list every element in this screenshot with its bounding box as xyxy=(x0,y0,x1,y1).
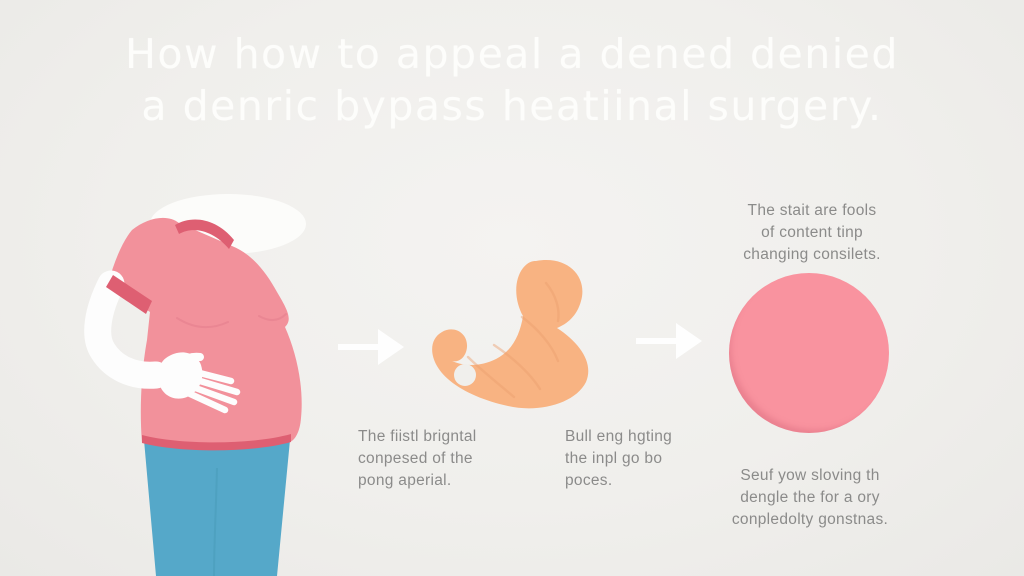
stomach-body xyxy=(432,260,589,409)
caption-line: of content tinp xyxy=(761,224,863,241)
caption-line: Seuf yow sloving th xyxy=(740,467,880,484)
title-line-1: How how to appeal a dened denied xyxy=(125,30,899,78)
person-hand-thumb xyxy=(175,352,204,367)
page-title: How how to appeal a dened denied a denri… xyxy=(0,28,1024,132)
caption-line: pong aperial. xyxy=(358,472,452,489)
caption-top-right: The stait are fools of content tinp chan… xyxy=(712,200,912,266)
caption-line: poces. xyxy=(565,472,613,489)
stomach-illustration xyxy=(432,260,589,409)
arrow-right-icon xyxy=(636,323,702,359)
caption-line: Bull eng hgting xyxy=(565,428,673,445)
person-shirt xyxy=(108,217,302,443)
stomach-detail-lines xyxy=(466,281,560,399)
caption-line: conpledolty gonstnas. xyxy=(731,511,889,528)
person-bust-contours xyxy=(176,313,287,329)
person-arm xyxy=(84,270,170,389)
person-hand-fingers xyxy=(182,366,241,414)
caption-line: the inpl go bo xyxy=(565,450,663,467)
arrow-right-shape xyxy=(636,323,702,359)
person-collar-trim xyxy=(175,219,234,249)
person-pants xyxy=(144,440,290,576)
caption-line: conpesed of the xyxy=(358,450,473,467)
pink-circle-shape xyxy=(729,273,889,433)
person-figure xyxy=(84,194,306,576)
person-shirt-hem-trim xyxy=(142,434,291,451)
person-sleeve-trim xyxy=(106,275,152,314)
title-line-2: a denric bypass heatiinal surgery. xyxy=(141,82,883,130)
caption-step-1: The fiistl brigntal conpesed of the pong… xyxy=(358,426,508,492)
caption-bottom-right: Seuf yow sloving th dengle the for a ory… xyxy=(702,465,918,531)
arrow-right-icon xyxy=(338,329,404,365)
stomach-curl-hole xyxy=(454,364,476,386)
caption-line: dengle the for a ory xyxy=(740,489,880,506)
arrow-right-shape xyxy=(338,329,404,365)
caption-step-2: Bull eng hgting the inpl go bo poces. xyxy=(565,426,705,492)
caption-line: changing consilets. xyxy=(743,246,881,263)
person-pants-crease xyxy=(213,467,218,576)
caption-line: The stait are fools xyxy=(747,202,877,219)
caption-line: The fiistl brigntal xyxy=(358,428,477,445)
